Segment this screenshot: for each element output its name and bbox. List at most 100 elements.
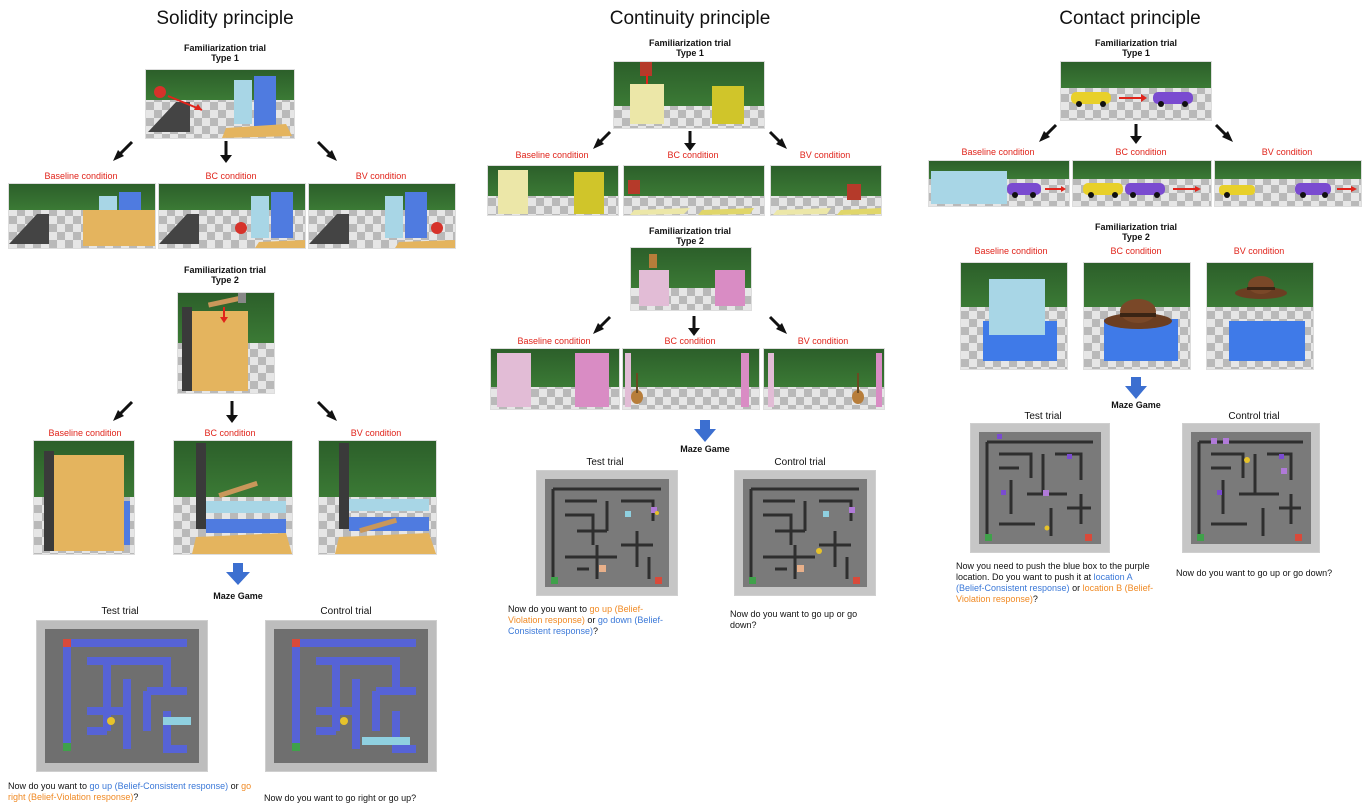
continuity-title: Continuity principle (609, 8, 771, 29)
continuity-control-label: Control trial (774, 457, 826, 468)
continuity-fam1-scene (613, 61, 765, 129)
fam-label-line2: Type 2 (211, 275, 239, 285)
continuity-fam2-label: Familiarization trial Type 2 (625, 226, 755, 246)
belief-violation-option: go right (Belief-Violation response) (8, 781, 252, 802)
continuity-bv-label-1: BV condition (799, 150, 851, 160)
solidity-down-arrow-icon (226, 563, 250, 585)
solidity-baseline-scene-1 (8, 183, 156, 249)
solidity-maze-label: Maze Game (213, 591, 263, 601)
solidity-fam2-label: Familiarization trial Type 2 (160, 265, 290, 285)
continuity-control-question: Now do you want to go up or go down? (730, 609, 858, 630)
contact-bc-label-2: BC condition (1110, 246, 1162, 256)
contact-test-label: Test trial (1024, 411, 1062, 422)
contact-fam2-label: Familiarization trial Type 2 (1071, 222, 1201, 242)
question-text: or (228, 781, 242, 791)
fam-label-line1: Familiarization trial (1094, 222, 1178, 232)
contact-fam1-label: Familiarization trial Type 1 (1071, 38, 1201, 58)
contact-bc-label-1: BC condition (1115, 147, 1167, 157)
question-text: Now do you want to (508, 604, 590, 614)
solidity-title: Solidity principle (156, 8, 294, 29)
contact-bv-scene-2 (1206, 262, 1314, 370)
continuity-maze-label: Maze Game (680, 444, 730, 454)
belief-violation-option: go up (Belief-Violation response) (508, 604, 644, 625)
solidity-bv-label-2: BV condition (350, 428, 402, 438)
contact-title: Contact principle (1059, 8, 1201, 29)
fam-label-line1: Familiarization trial (183, 43, 267, 53)
continuity-bc-scene-2 (622, 348, 760, 410)
continuity-control-maze (734, 470, 876, 596)
fam-label-line1: Familiarization trial (648, 226, 732, 236)
fam-label-line2: Type 1 (676, 48, 704, 58)
solidity-control-maze (265, 620, 437, 772)
fam-label-line2: Type 1 (211, 53, 239, 63)
contact-test-question: Now you need to push the blue box to the… (956, 561, 1156, 605)
contact-maze-label: Maze Game (1111, 400, 1161, 410)
continuity-fam1-arrows (593, 130, 787, 151)
contact-bc-scene-1 (1072, 160, 1212, 207)
contact-test-maze (970, 423, 1110, 553)
continuity-test-label: Test trial (586, 457, 624, 468)
continuity-baseline-label-1: Baseline condition (515, 150, 589, 160)
solidity-control-label: Control trial (320, 606, 372, 617)
contact-baseline-scene-2 (960, 262, 1068, 370)
belief-violation-option: location B (Belief-Violation response) (956, 583, 1154, 604)
solidity-test-maze (36, 620, 208, 772)
contact-baseline-scene-1 (928, 160, 1070, 207)
continuity-test-maze (536, 470, 678, 596)
continuity-down-arrow-icon (694, 420, 716, 442)
continuity-fam2-scene (630, 247, 752, 311)
contact-bv-label-2: BV condition (1233, 246, 1285, 256)
fam-label-line2: Type 2 (676, 236, 704, 246)
fam-label-line1: Familiarization trial (648, 38, 732, 48)
belief-consistent-option: go up (Belief-Consistent response) (89, 781, 229, 791)
solidity-baseline-scene-2 (33, 440, 135, 555)
continuity-fam1-label: Familiarization trial Type 1 (625, 38, 755, 58)
solidity-baseline-label-2: Baseline condition (48, 428, 122, 438)
contact-bv-scene-1 (1214, 160, 1362, 207)
continuity-bc-scene-1 (623, 165, 765, 216)
solidity-fam2-arrows (113, 400, 337, 423)
continuity-bc-label-2: BC condition (664, 336, 716, 346)
contact-baseline-label-2: Baseline condition (974, 246, 1048, 256)
solidity-fam2-scene (177, 292, 275, 394)
solidity-bc-label-1: BC condition (205, 171, 257, 181)
fam-label-line1: Familiarization trial (183, 265, 267, 275)
solidity-fam1-scene (145, 69, 295, 139)
contact-control-maze (1182, 423, 1320, 553)
belief-consistent-option: location A (Belief-Consistent response) (956, 572, 1133, 593)
continuity-baseline-label-2: Baseline condition (517, 336, 591, 346)
fam-label-line2: Type 2 (1122, 232, 1150, 242)
solidity-fam1-arrows (113, 140, 337, 163)
question-text: Now you need to push the blue box to the… (956, 561, 1150, 582)
solidity-bv-label-1: BV condition (355, 171, 407, 181)
contact-control-question: Now do you want to go up or go down? (1176, 568, 1333, 578)
contact-fam1-scene (1060, 61, 1212, 121)
continuity-baseline-scene-2 (490, 348, 620, 410)
continuity-baseline-scene-1 (487, 165, 619, 216)
solidity-test-question: Now do you want to go up (Belief-Consist… (8, 781, 258, 803)
solidity-bc-scene-2 (173, 440, 293, 555)
solidity-bv-scene-2 (318, 440, 437, 555)
belief-consistent-option: go down (Belief-Consistent response) (508, 615, 663, 636)
solidity-baseline-label-1: Baseline condition (44, 171, 118, 181)
contact-baseline-label-1: Baseline condition (961, 147, 1035, 157)
solidity-fam1-label: Familiarization trial Type 1 (160, 43, 290, 63)
contact-bc-scene-2 (1083, 262, 1191, 370)
fam-label-line2: Type 1 (1122, 48, 1150, 58)
question-text: or (584, 615, 598, 625)
continuity-bv-label-2: BV condition (797, 336, 849, 346)
contact-down-arrow-icon (1125, 377, 1147, 399)
solidity-bc-scene-1 (158, 183, 306, 249)
solidity-bv-scene-1 (308, 183, 456, 249)
question-text: ? (1032, 594, 1038, 604)
question-text: ? (593, 626, 599, 636)
contact-fam1-arrows (1039, 123, 1233, 144)
continuity-bc-label-1: BC condition (667, 150, 719, 160)
solidity-bc-label-2: BC condition (204, 428, 256, 438)
question-text: Now do you want to (8, 781, 90, 791)
contact-bv-label-1: BV condition (1261, 147, 1313, 157)
continuity-bv-scene-1 (770, 165, 882, 216)
question-text: ? (133, 792, 139, 802)
solidity-control-question: Now do you want to go right or go up? (264, 793, 417, 803)
fam-label-line1: Familiarization trial (1094, 38, 1178, 48)
